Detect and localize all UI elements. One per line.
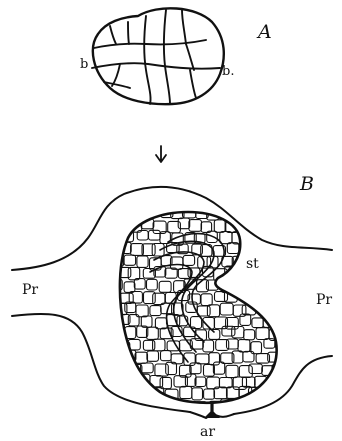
embryo-cell <box>124 208 135 220</box>
cell-cluster-outline <box>93 8 224 104</box>
embryo-cell <box>112 208 123 218</box>
embryo-cell <box>249 294 260 304</box>
embryo-cell <box>279 303 290 314</box>
embryo-cell <box>272 315 285 325</box>
embryo-cell <box>243 210 255 220</box>
embryo-cell <box>267 303 278 313</box>
embryo-cell <box>112 398 123 410</box>
embryo-cell <box>286 221 299 231</box>
embryo-cell <box>263 268 274 280</box>
panel-b-letter: B <box>299 173 314 195</box>
embryo-cell <box>288 341 299 352</box>
embryo-cell <box>280 234 292 246</box>
mark-b-left: b <box>80 57 88 72</box>
label-ar: ar <box>200 424 215 440</box>
embryo-cell <box>112 328 125 338</box>
embryo-cell <box>285 366 296 378</box>
embryo-cell <box>280 258 292 268</box>
embryo-cell <box>268 258 281 270</box>
embryo-cell <box>111 353 123 364</box>
embryo-cell <box>256 208 269 220</box>
embryo-cell <box>270 376 282 386</box>
panel-a-letter: A <box>256 21 272 43</box>
embryo-cell <box>267 207 279 217</box>
embryo-cell <box>274 267 287 279</box>
embryo-cell <box>264 387 277 399</box>
panel-a: b b. A <box>80 8 272 104</box>
embryo-cell <box>261 292 273 302</box>
embryo-cell <box>234 399 247 410</box>
embryo-cell <box>280 374 292 386</box>
embryo-cell <box>278 208 291 219</box>
embryo-cell <box>112 230 123 241</box>
embryo-cell <box>281 401 293 412</box>
label-pr-left: Pr <box>22 282 38 298</box>
embryo-cell <box>120 219 132 230</box>
embryo-cell <box>263 222 274 234</box>
embryo <box>110 205 299 414</box>
embryo-cell <box>110 375 121 386</box>
panel-b: B Pr Pr <box>12 173 332 440</box>
embryo-cell <box>122 375 135 385</box>
mark-b-right: b. <box>222 64 234 79</box>
embryo-cell <box>257 279 268 290</box>
embryo-cell <box>248 219 261 231</box>
embryo-cell <box>280 281 293 291</box>
label-pr-right: Pr <box>316 292 332 308</box>
embryo-cell <box>136 208 147 220</box>
embryo-cell <box>273 218 284 228</box>
embryo-cell <box>284 292 297 304</box>
arrow-down-icon <box>156 146 166 162</box>
embryo-cell <box>244 279 255 290</box>
embryo-cell <box>239 290 250 300</box>
embryo-cell <box>129 388 140 398</box>
embryo-cell <box>268 280 279 292</box>
embryo-cell <box>230 280 243 290</box>
embryo-cell <box>250 243 262 254</box>
label-st: st <box>246 256 259 272</box>
embryo-cell <box>280 353 292 363</box>
embryo-cell <box>273 292 284 303</box>
embryo-cell <box>284 267 295 278</box>
embryo-cell <box>279 330 291 342</box>
embryo-cell <box>285 317 298 329</box>
embryo-cell <box>119 366 130 377</box>
